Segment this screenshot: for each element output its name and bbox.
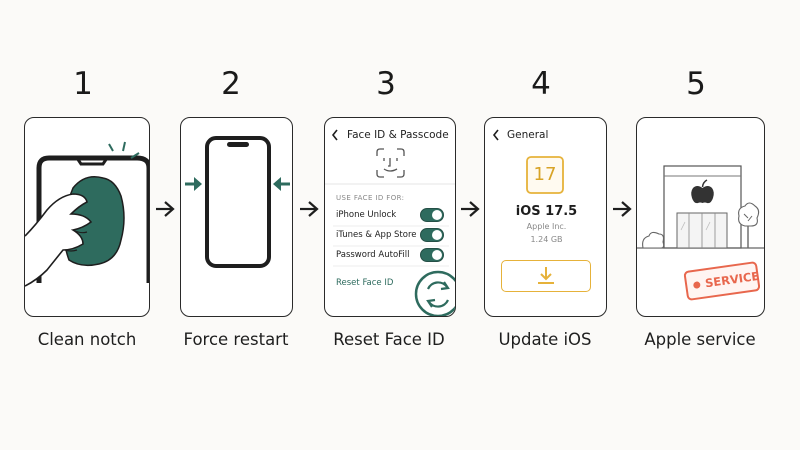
step-caption-5: Apple service (644, 330, 756, 349)
step-caption-3: Reset Face ID (333, 330, 445, 349)
faceid-row-label: iTunes & App Store (336, 230, 417, 240)
arrow-right-icon (156, 201, 175, 217)
update-screen-graphics (492, 129, 564, 194)
step-number-1: 1 (73, 66, 93, 102)
panel-reset-faceid: Face ID & Passcode USE FACE ID FOR: iPho… (324, 117, 456, 317)
step-number-4: 4 (531, 66, 551, 102)
iphone-unlock-toggle[interactable] (420, 208, 444, 222)
reset-cycle-icon (414, 270, 455, 316)
ios-vendor: Apple Inc. (526, 222, 567, 231)
itunes-app-store-toggle[interactable] (420, 228, 444, 242)
ios-17-badge-icon (526, 156, 564, 194)
apple-logo-icon (691, 179, 714, 204)
arrow-right-icon (461, 201, 480, 217)
phone-wipe-illustration (25, 141, 149, 287)
faceid-section-header: USE FACE ID FOR: (336, 194, 405, 202)
faceid-icon (376, 148, 405, 178)
ios-version: iOS 17.5 (515, 204, 578, 219)
apple-store-illustration (637, 165, 764, 249)
step-caption-4: Update iOS (498, 330, 592, 349)
download-icon (538, 267, 554, 284)
step-caption-2: Force restart (183, 330, 289, 349)
step-number-5: 5 (686, 66, 706, 102)
ios-badge-label: 17 (533, 164, 557, 185)
faceid-row-label: iPhone Unlock (336, 210, 397, 220)
service-stamp-label: SERVICE (704, 268, 761, 291)
step-caption-1: Clean notch (37, 330, 137, 349)
left-press-arrow-icon (185, 177, 202, 191)
panel-force-restart (180, 117, 293, 317)
panel-clean-notch (24, 117, 150, 317)
stamp-dot-icon (692, 281, 701, 289)
faceid-back-title[interactable]: Face ID & Passcode (347, 129, 449, 141)
password-autofill-toggle[interactable] (420, 248, 444, 262)
step-number-3: 3 (376, 66, 396, 102)
panel-apple-service: SERVICE (636, 117, 765, 317)
step-number-2: 2 (221, 66, 241, 102)
reset-faceid-link[interactable]: Reset Face ID (336, 278, 394, 288)
press-arrows (185, 177, 290, 191)
faceid-screen-graphics (325, 129, 455, 267)
update-back-title[interactable]: General (507, 129, 549, 141)
download-button[interactable] (501, 260, 591, 292)
chevron-left-icon (331, 129, 338, 141)
right-press-arrow-icon (273, 177, 290, 191)
chevron-left-icon (492, 129, 499, 141)
panel-update-ios: General 17 iOS 17.5 Apple Inc. 1.24 GB (484, 117, 607, 317)
faceid-row-label: Password AutoFill (336, 250, 410, 260)
ios-size: 1.24 GB (530, 235, 563, 244)
arrow-right-icon (613, 201, 632, 217)
arrow-right-icon (300, 201, 319, 217)
phone-outline-illustration (205, 136, 271, 268)
